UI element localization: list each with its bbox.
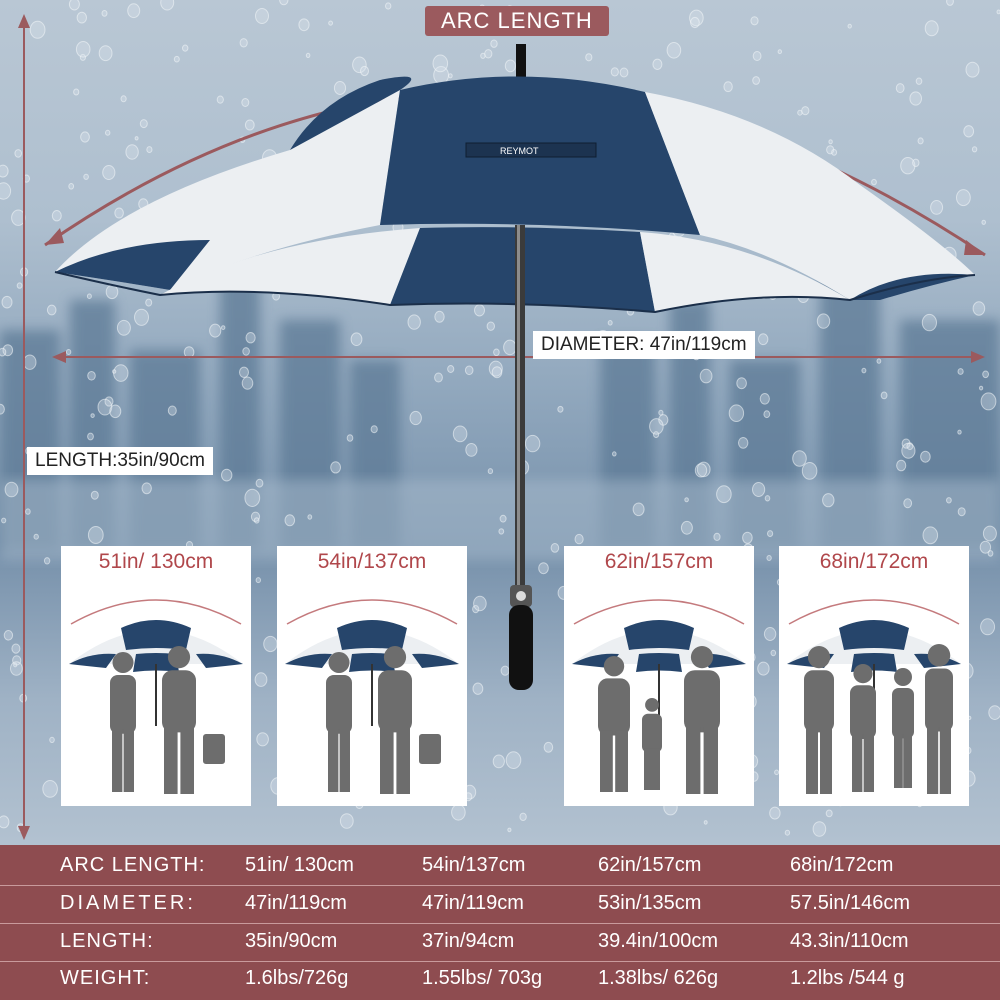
size-card-62in: 62in/157cm [564, 546, 754, 806]
umbrella-tip [516, 44, 526, 84]
spec-cell: 47in/119cm [245, 892, 347, 914]
size-card-caption: 68in/172cm [819, 550, 929, 573]
spec-table: ARC LENGTH: 51in/ 130cm 54in/137cm 62in/… [0, 845, 1000, 1000]
couple-silhouette-icon [285, 599, 459, 794]
size-card-caption: 51in/ 130cm [98, 550, 214, 573]
spec-cell: 39.4in/100cm [598, 930, 719, 952]
spec-cell: 62in/157cm [598, 854, 702, 876]
family-of-three-silhouette-icon [572, 599, 746, 794]
spec-cell: 43.3in/110cm [790, 930, 909, 952]
spec-cell: 53in/135cm [598, 892, 702, 914]
arc-length-label: ARC LENGTH [425, 6, 609, 36]
size-card-caption: 62in/157cm [604, 550, 714, 573]
spec-cell: 1.38lbs/ 626g [598, 967, 719, 989]
spec-cell: 1.55lbs/ 703g [422, 967, 543, 989]
spec-row-label: LENGTH: [60, 930, 154, 952]
length-label: LENGTH:35in/90cm [27, 447, 214, 475]
spec-row-label: ARC LENGTH: [60, 854, 206, 876]
spec-cell: 68in/172cm [790, 854, 894, 876]
spec-cell: 1.2lbs /544 g [790, 967, 905, 989]
size-card-68in: 68in/172cm [779, 546, 969, 806]
brand-strap [465, 142, 597, 158]
spec-cell: 1.6lbs/726g [245, 967, 349, 989]
size-card-54in: 54in/137cm [277, 546, 467, 806]
size-card-caption: 54in/137cm [317, 550, 427, 573]
brand-label: REYMOT [500, 146, 539, 156]
spec-cell: 35in/90cm [245, 930, 338, 952]
spec-cell: 47in/119cm [422, 892, 524, 914]
spec-row-label: WEIGHT: [60, 967, 151, 989]
couple-silhouette-icon [69, 599, 243, 794]
family-of-four-silhouette-icon [787, 599, 961, 794]
umbrella-handle [509, 605, 533, 690]
spec-cell: 51in/ 130cm [245, 854, 354, 876]
spec-cell: 54in/137cm [422, 854, 526, 876]
spec-cell: 37in/94cm [422, 930, 515, 952]
diameter-label: DIAMETER: 47in/119cm [533, 331, 755, 359]
spec-cell: 57.5in/146cm [790, 892, 911, 914]
size-card-51in: 51in/ 130cm [61, 546, 251, 806]
spec-row-label: DIAMETER: [60, 892, 196, 914]
